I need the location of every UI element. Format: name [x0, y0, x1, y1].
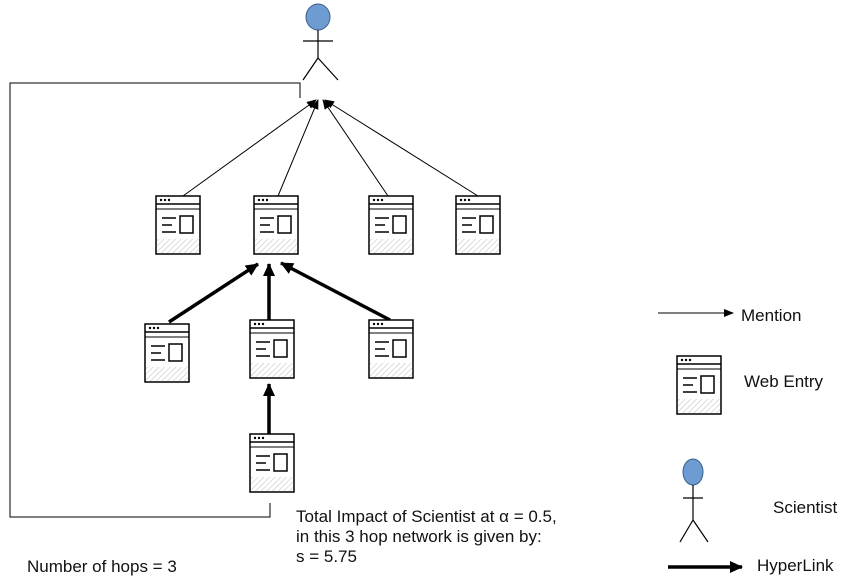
- scientist-top-figure: [302, 3, 339, 81]
- hyperlink-edge-1: [168, 262, 259, 324]
- legend-web-entry-icon: [676, 355, 722, 415]
- mention-edge-2: [277, 99, 319, 197]
- web-entry-l2-a: [144, 323, 190, 383]
- hops-label: Number of hops = 3: [27, 557, 177, 576]
- web-entry-l1-c: [368, 195, 414, 255]
- web-entry-l1-b: [253, 195, 299, 255]
- legend-mention-label: Mention: [741, 306, 802, 325]
- mention-edges: [182, 99, 479, 197]
- legend-web-entry-label: Web Entry: [744, 372, 824, 391]
- impact-summary-line-1: Total Impact of Scientist at α = 0.5,: [296, 507, 557, 526]
- web-entry-l1-d: [455, 195, 501, 255]
- impact-summary-line-2: in this 3 hop network is given by:: [296, 527, 542, 546]
- web-entry-l2-c: [368, 319, 414, 379]
- legend-scientist-figure: [679, 458, 709, 543]
- web-entry-l3-a: [249, 433, 295, 493]
- legend-scientist-label: Scientist: [773, 498, 838, 517]
- hyperlink-edge-3: [280, 261, 391, 322]
- web-entry-l2-b: [249, 319, 295, 379]
- impact-summary: Total Impact of Scientist at α = 0.5, in…: [296, 507, 557, 567]
- impact-summary-line-3: s = 5.75: [296, 547, 357, 566]
- legend-scientist-head: [682, 458, 704, 486]
- mention-edge-1: [182, 99, 317, 197]
- mention-edge-4: [324, 99, 479, 197]
- legend-hyperlink-label: HyperLink: [757, 556, 834, 575]
- web-entry-l1-a: [155, 195, 201, 255]
- scientist-head: [305, 3, 331, 31]
- mention-edge-3: [322, 99, 389, 197]
- hops-bracket: [9, 82, 301, 518]
- hyperlink-edges: [168, 261, 391, 434]
